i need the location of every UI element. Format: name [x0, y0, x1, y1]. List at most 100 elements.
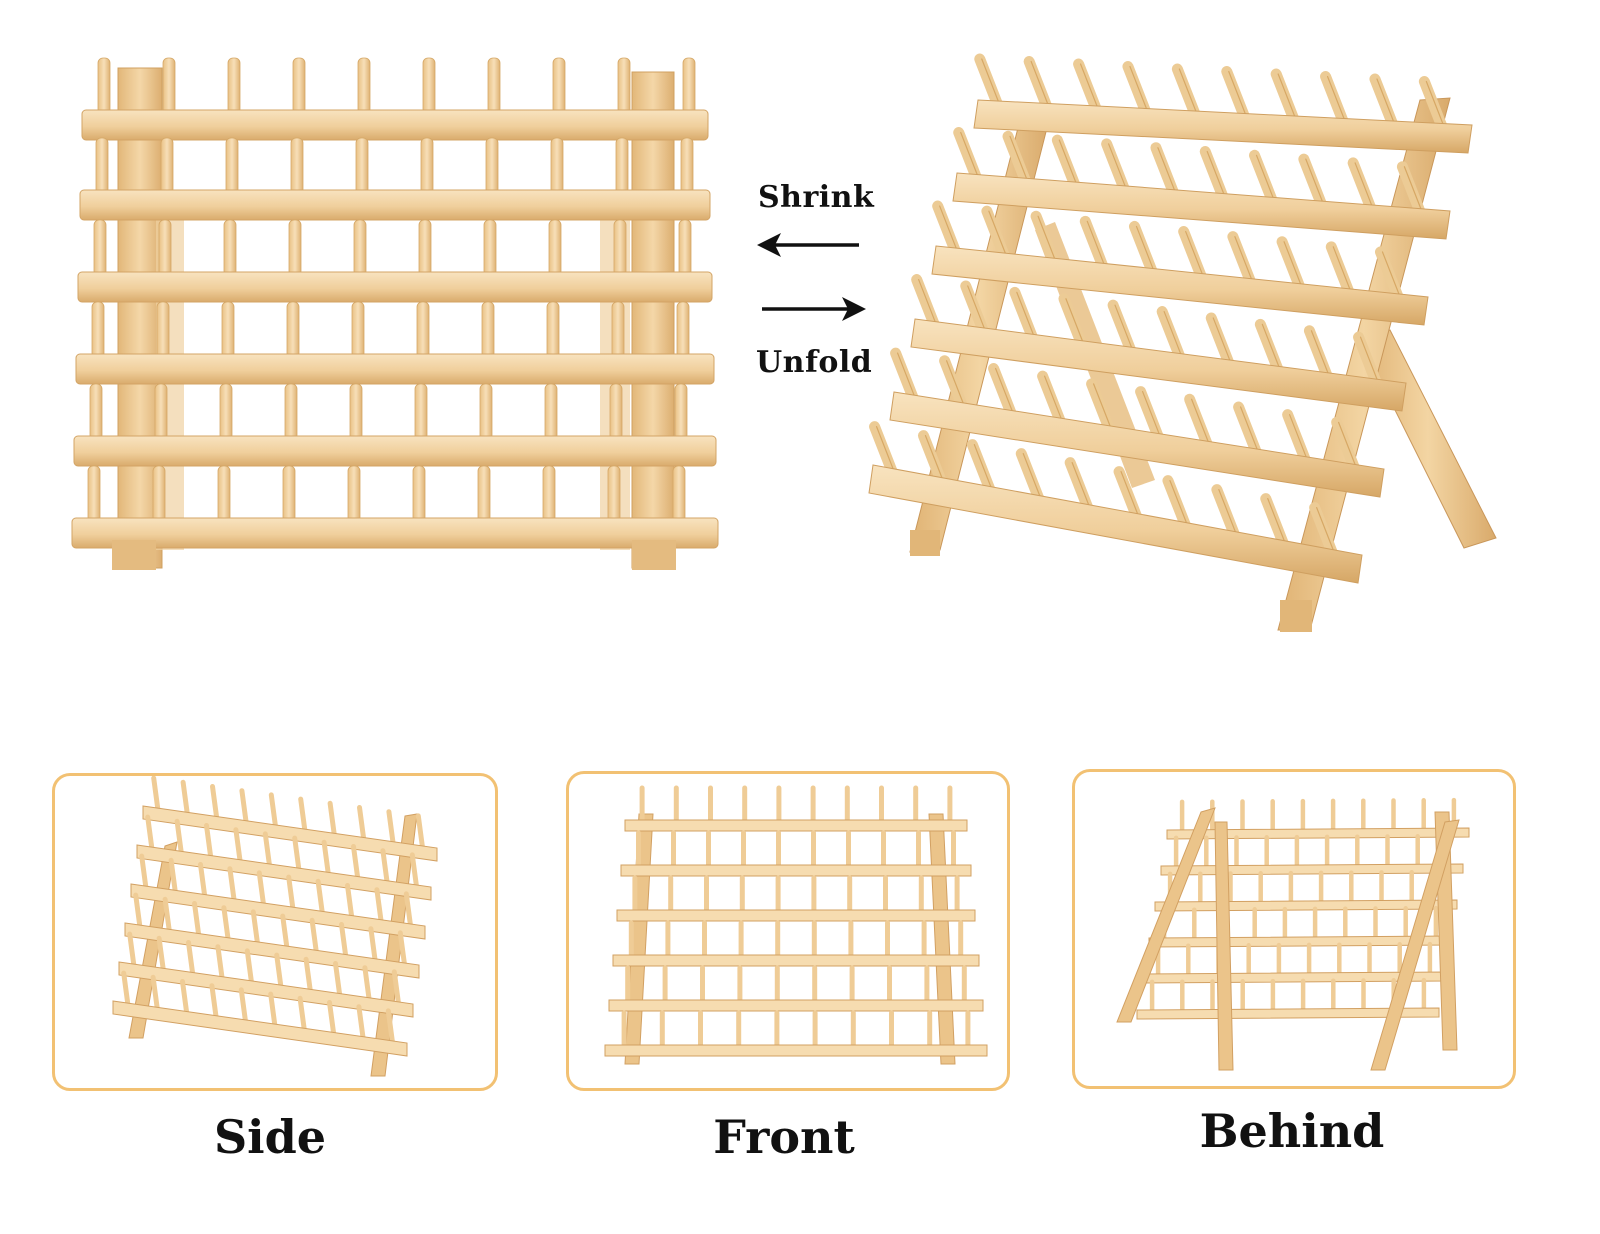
spool-peg — [418, 219, 432, 277]
spool-peg-edge — [1326, 75, 1347, 124]
spool-peg — [162, 57, 176, 115]
spool-peg-edge — [945, 360, 966, 408]
spool-peg-edge — [1283, 241, 1303, 289]
spool-peg — [415, 813, 425, 849]
spool-peg — [546, 301, 560, 359]
spool-peg — [225, 137, 239, 195]
shelf-bar — [1154, 899, 1458, 912]
spool-peg — [869, 421, 899, 479]
spool-peg — [210, 784, 219, 819]
behind-view-image — [1116, 797, 1470, 1071]
spool-peg — [1178, 226, 1208, 284]
spool-peg — [139, 853, 149, 889]
spool-peg — [1270, 68, 1300, 126]
spool-peg — [357, 57, 371, 115]
spool-peg-edge — [1338, 421, 1358, 469]
shelf-bar — [124, 922, 420, 979]
spool-peg — [209, 983, 219, 1019]
spool-peg — [1122, 61, 1152, 118]
spool-peg — [282, 465, 296, 523]
spool-peg — [1374, 246, 1404, 304]
shelf-bar — [73, 435, 717, 467]
spool-peg — [1064, 457, 1094, 515]
spool-peg — [268, 991, 278, 1027]
spool-peg — [303, 956, 313, 992]
spool-peg — [615, 137, 629, 195]
spool-peg — [227, 57, 241, 115]
spool-peg — [487, 57, 501, 115]
spool-peg — [286, 874, 296, 910]
spool-peg — [239, 788, 249, 824]
spool-peg-edge — [1403, 166, 1424, 214]
spool-peg — [939, 355, 969, 413]
spool-peg — [321, 839, 331, 875]
spool-peg — [204, 823, 213, 858]
spool-peg — [397, 930, 407, 966]
spool-peg-edge — [1277, 73, 1297, 121]
spool-peg — [1107, 299, 1137, 357]
rack-leg — [1116, 807, 1216, 1023]
spool-peg — [89, 383, 103, 441]
arrow-left-icon — [757, 233, 859, 257]
spool-peg-edge — [1065, 298, 1085, 346]
shelf-bar — [1148, 935, 1452, 948]
spool-peg — [676, 301, 690, 359]
spool-peg — [960, 280, 990, 338]
spool-peg — [1347, 157, 1377, 215]
spool-peg-edge — [896, 352, 917, 400]
spool-peg — [550, 137, 564, 195]
shelf-bar — [136, 844, 432, 901]
spool-peg — [1171, 63, 1201, 121]
spool-peg-edge — [1129, 65, 1149, 114]
rack-foot — [910, 530, 940, 556]
spool-peg — [1221, 66, 1251, 123]
spool-peg-edge — [924, 435, 945, 483]
spool-peg — [1369, 73, 1399, 131]
spool-peg — [133, 892, 143, 928]
rack-leg — [1214, 821, 1234, 1071]
spool-peg-edge — [1212, 317, 1232, 365]
spool-peg-edge — [1163, 310, 1183, 359]
shelf-bar — [931, 245, 1429, 326]
spool-peg — [409, 852, 419, 888]
rack-foot — [1280, 600, 1312, 632]
shelf-bar — [889, 391, 1385, 498]
spool-peg — [217, 465, 231, 523]
side-view-panel — [52, 773, 498, 1091]
spool-peg-edge — [1228, 70, 1248, 119]
spool-peg — [1254, 318, 1284, 376]
spool-peg-edge — [1316, 507, 1336, 555]
spool-peg — [1086, 378, 1116, 436]
shelf-bar — [868, 464, 1363, 584]
spool-peg — [481, 301, 495, 359]
spool-peg-edge — [1381, 251, 1402, 299]
spool-peg-edge — [1086, 220, 1106, 268]
spool-peg — [1418, 76, 1448, 133]
spool-peg — [250, 909, 260, 945]
spool-peg — [674, 383, 688, 441]
spool-peg — [198, 862, 207, 897]
spool-peg-edge — [1058, 139, 1078, 187]
spool-peg — [186, 940, 195, 975]
spool-peg — [1113, 466, 1143, 524]
spool-peg — [1128, 220, 1158, 278]
spool-peg — [479, 383, 493, 441]
spool-peg — [422, 57, 436, 115]
shelf-bar — [1166, 827, 1470, 840]
spool-peg — [1396, 161, 1426, 219]
spool-peg — [162, 896, 172, 932]
arrow-right-icon — [762, 297, 866, 321]
spool-peg — [288, 219, 302, 277]
spool-peg — [227, 866, 237, 902]
spool-peg — [356, 1004, 366, 1040]
spool-peg — [353, 219, 367, 277]
spool-peg — [485, 137, 499, 195]
spool-peg — [158, 219, 172, 277]
spool-peg-edge — [1044, 375, 1064, 423]
spool-peg-edge — [1142, 390, 1162, 439]
unfold-label: Unfold — [756, 345, 873, 380]
shelf-bar — [616, 909, 976, 922]
shelf-bar — [142, 805, 438, 862]
spool-peg-edge — [1425, 80, 1445, 129]
spool-peg — [483, 219, 497, 277]
